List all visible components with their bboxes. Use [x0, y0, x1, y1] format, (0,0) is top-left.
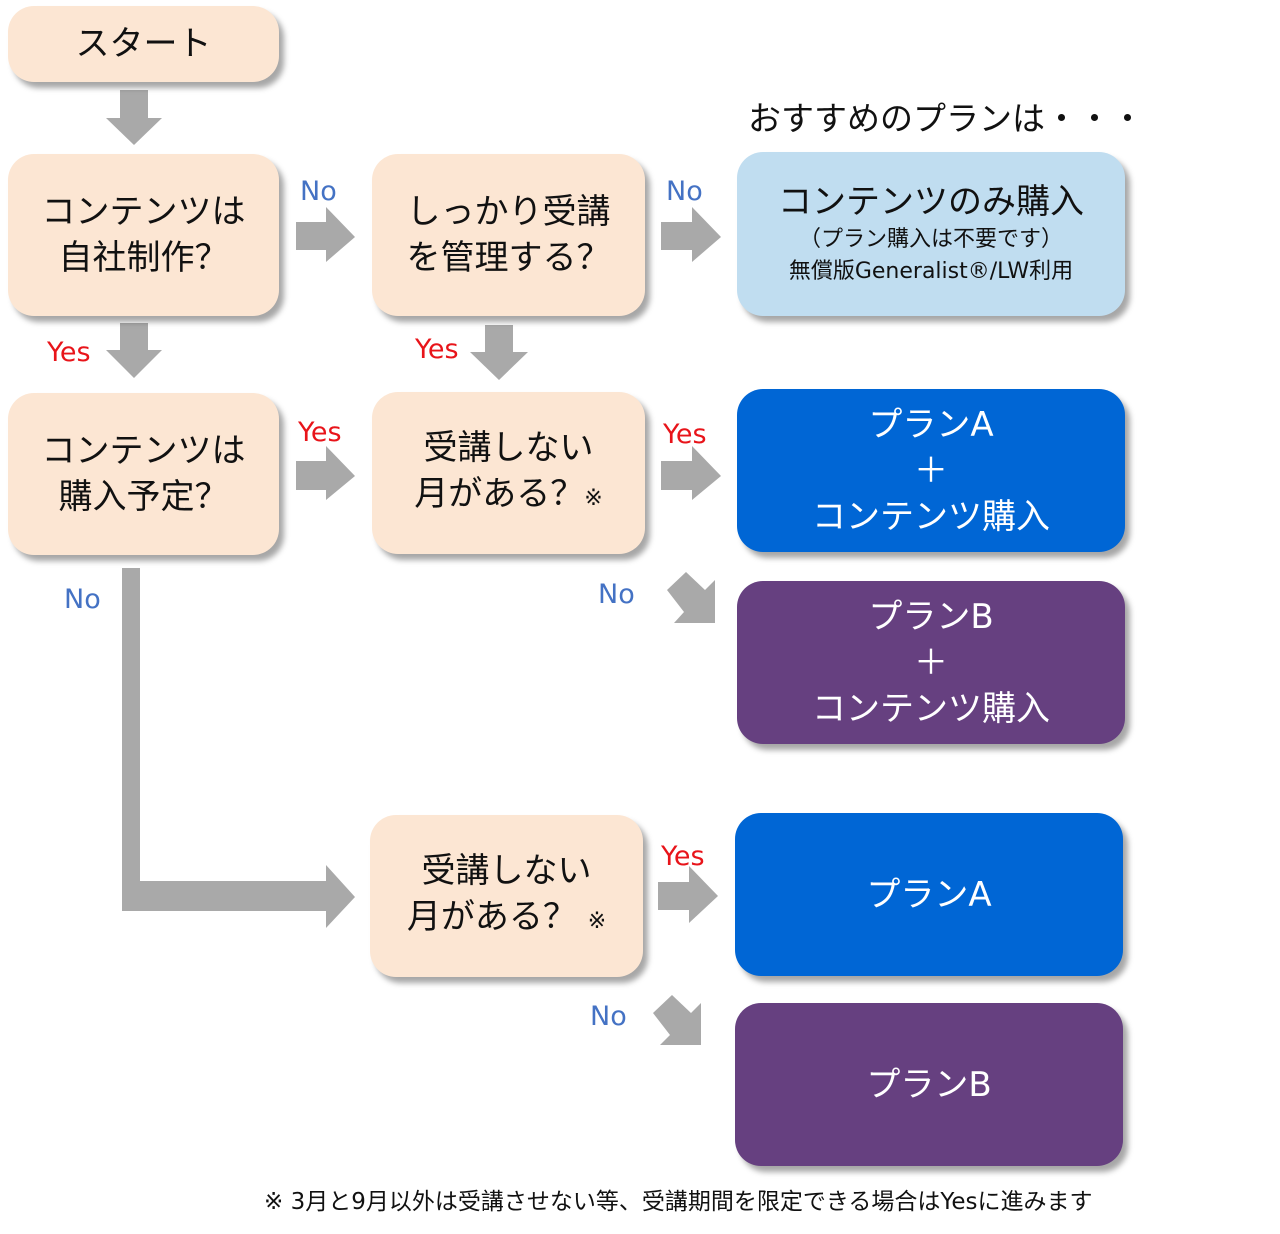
yes-label-q2: Yes — [415, 334, 459, 365]
result-plan-b-with-contents: プランB ＋ コンテンツ購入 — [737, 581, 1125, 744]
question-line-1: 受講しない — [421, 850, 592, 891]
yes-label-q1: Yes — [47, 337, 91, 368]
question-line-2-text: 月がある？ — [414, 473, 585, 514]
question-self-produced: コンテンツは 自社制作？ — [8, 154, 279, 316]
question-line-2: を管理する？ — [406, 238, 611, 278]
plan-name: プランB — [866, 1064, 992, 1105]
start-box: スタート — [8, 6, 279, 82]
arrow-right-q3-q4 — [296, 446, 355, 500]
recommended-plan-heading: おすすめのプランは・・・ — [748, 99, 1144, 138]
no-label-q4: No — [598, 579, 635, 610]
question-plan-to-purchase: コンテンツは 購入予定？ — [8, 393, 279, 555]
arrow-right-q4-plana — [661, 446, 721, 500]
footnote-mark: ※ — [587, 908, 607, 934]
question-line-2: 購入予定？ — [58, 477, 229, 517]
arrow-right-q2-contents — [661, 207, 721, 262]
arrow-down-q1-q3 — [106, 323, 162, 378]
plan-name: プランA — [866, 874, 992, 915]
plan-name: プランA — [868, 404, 994, 445]
plus-sign: ＋ — [914, 642, 948, 683]
question-line-2-text: 月がある？ — [406, 896, 577, 937]
footnote-mark: ※ — [584, 485, 603, 511]
question-manage-attendance: しっかり受講 を管理する？ — [372, 154, 645, 316]
question-line-1: しっかり受講 — [406, 192, 611, 232]
result-subtitle: （プラン購入は不要です） — [798, 227, 1063, 252]
question-line-1: コンテンツは — [41, 192, 246, 232]
contents-purchase: コンテンツ購入 — [812, 688, 1050, 729]
question-months-without-attendance-2: 受講しない 月がある？ ※ — [370, 815, 643, 977]
arrow-down-start-q1 — [106, 90, 162, 145]
question-line-2: 月がある？※ — [414, 471, 602, 522]
yes-label-q5: Yes — [661, 841, 705, 872]
plan-name: プランB — [868, 596, 994, 637]
yes-label-q3: Yes — [298, 417, 342, 448]
arrow-right-q1-q2 — [296, 207, 355, 262]
question-line-1: コンテンツは — [41, 431, 246, 471]
question-line-2: 自社制作？ — [58, 238, 229, 278]
result-title: コンテンツのみ購入 — [778, 182, 1084, 222]
no-label-q1: No — [300, 176, 337, 207]
plus-sign: ＋ — [914, 450, 948, 491]
result-plan-b: プランB — [735, 1003, 1123, 1166]
arrow-down-q2-q4 — [470, 325, 528, 380]
question-line-1: 受講しない — [423, 427, 594, 468]
arrow-diag-q5-planb — [653, 995, 701, 1045]
no-label-q5: No — [590, 1001, 627, 1032]
result-note: 無償版Generalist®/LW利用 — [788, 259, 1074, 284]
yes-label-q4: Yes — [663, 419, 707, 450]
contents-purchase: コンテンツ購入 — [812, 496, 1050, 537]
no-label-q3: No — [64, 584, 101, 615]
start-label: スタート — [75, 24, 212, 64]
result-plan-a-with-contents: プランA ＋ コンテンツ購入 — [737, 389, 1125, 552]
question-months-without-attendance: 受講しない 月がある？※ — [372, 392, 645, 554]
question-line-2: 月がある？ ※ — [407, 894, 606, 945]
footnote: ※ 3月と9月以外は受講させない等、受講期間を限定できる場合はYesに進みます — [264, 1189, 1093, 1215]
arrow-right-q5-plana — [658, 866, 718, 923]
no-label-q2: No — [666, 176, 703, 207]
result-contents-only: コンテンツのみ購入 （プラン購入は不要です） 無償版Generalist®/LW… — [737, 152, 1125, 316]
arrow-diag-q4-planb — [667, 572, 715, 623]
result-plan-a: プランA — [735, 813, 1123, 976]
arrow-elbow-q3-q5 — [122, 568, 355, 928]
